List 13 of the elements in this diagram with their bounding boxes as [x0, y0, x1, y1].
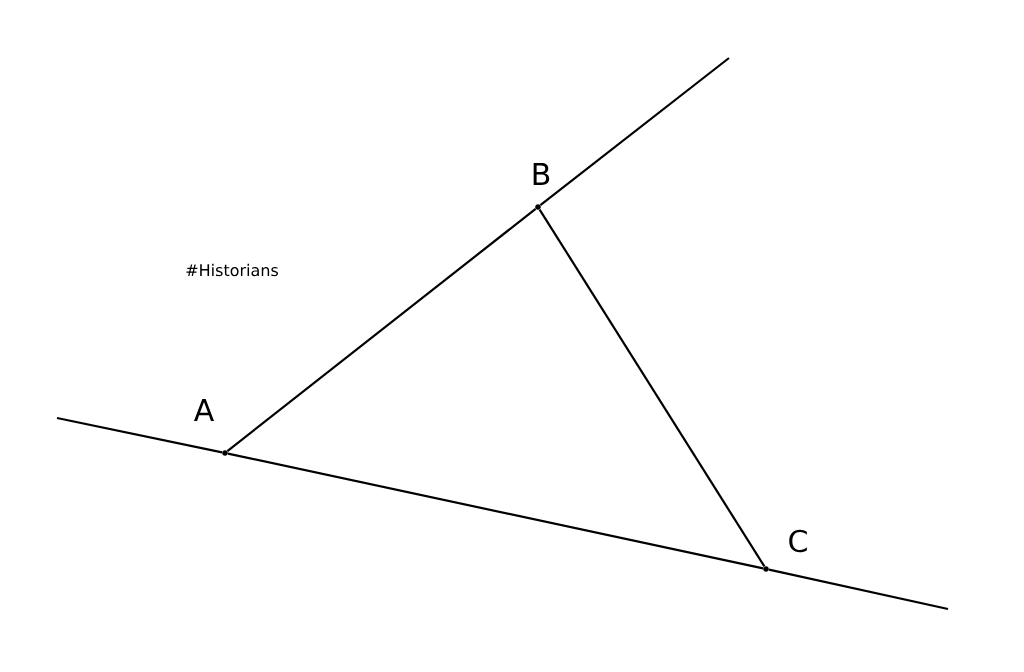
- point: C: [763, 529, 807, 572]
- line-segment: [226, 208, 537, 452]
- hashtag-text: #Historians: [186, 263, 279, 277]
- point: B: [533, 163, 550, 210]
- ray-extension: [56, 416, 223, 454]
- point: A: [194, 399, 228, 456]
- node-label: B: [533, 163, 550, 185]
- line-segment: [538, 209, 766, 568]
- node-label: A: [193, 399, 215, 421]
- node-label: C: [789, 529, 807, 553]
- ray-extension: [768, 568, 949, 611]
- ray-extension: [539, 57, 730, 206]
- line-segment: [227, 452, 764, 570]
